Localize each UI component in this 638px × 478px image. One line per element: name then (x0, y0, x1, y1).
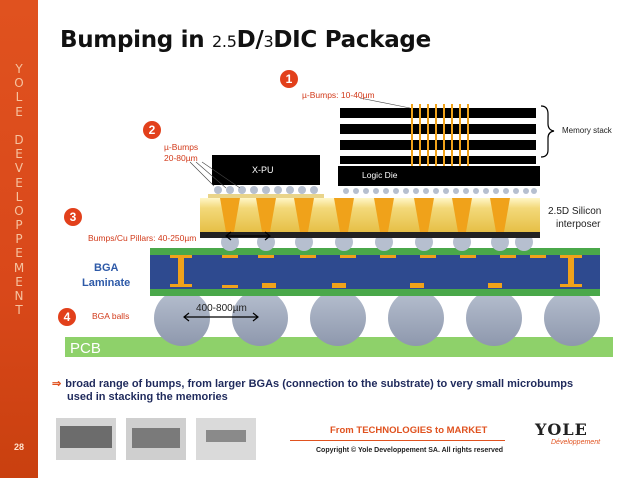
label-ubumps-left-2: 20-80µm (164, 153, 198, 163)
sidebar-letter: Y (15, 62, 23, 76)
xpu-underfill (208, 194, 324, 198)
sidebar-letter: E (15, 175, 23, 190)
slide-number: 28 (13, 442, 24, 452)
footer-photos (56, 418, 256, 460)
sidebar-letter: L (15, 90, 23, 105)
title-text-2: 2.5 (212, 32, 237, 51)
title-text-3: D/ (236, 27, 264, 53)
silicon-interposer (200, 198, 540, 238)
bga-laminate (150, 255, 600, 289)
sidebar-letter: P (15, 232, 23, 247)
bga-ball (388, 290, 444, 346)
label-ubumps-top: µ-Bumps: 10-40µm (302, 90, 375, 100)
sidebar-letter: D (14, 132, 24, 147)
label-bga-balls: BGA balls (92, 311, 130, 321)
footer-rule (290, 440, 505, 441)
sidebar-letter: P (15, 218, 23, 233)
title-text-4: 3 (263, 32, 274, 51)
label-memory-stack: Memory stack (562, 126, 612, 135)
sidebar-letter: N (14, 289, 24, 303)
bullet-text: ⇒broad range of bumps, from larger BGAs … (52, 378, 612, 404)
bga-balls (154, 290, 600, 346)
memory-stack (340, 104, 536, 166)
yole-logo: YOLE Développement (535, 420, 600, 446)
sidebar-letter: E (15, 274, 23, 289)
label-pcb: PCB (70, 340, 101, 357)
sidebar-letter: M (13, 260, 25, 275)
memory-brace (540, 105, 555, 158)
badge-4: 4 (58, 308, 76, 326)
title-text-5: DIC Package (273, 27, 431, 53)
logic-die (338, 166, 540, 186)
badge-1: 1 (280, 70, 298, 88)
sidebar-letter: E (15, 147, 23, 162)
interposer-base (200, 232, 540, 238)
logic-microbumps (343, 188, 537, 194)
xpu-microbumps (214, 186, 318, 194)
logo-text: YOLE (535, 420, 588, 439)
sidebar-letter: E (15, 246, 23, 261)
bga-ball (154, 290, 210, 346)
bga-ball (232, 290, 288, 346)
sidebar-letter: O (14, 203, 24, 218)
bga-ball (544, 290, 600, 346)
footer-banner: From TECHNOLOGIES to MARKET (330, 425, 488, 436)
bullet-line-2: used in stacking the memories (67, 391, 228, 403)
sidebar-letter: E (15, 104, 23, 119)
bullet-line-1: broad range of bumps, from larger BGAs (… (65, 378, 574, 390)
pcb-board (65, 337, 613, 357)
label-pillars: Bumps/Cu Pillars: 40-250µm (88, 233, 197, 243)
badge-3: 3 (64, 208, 82, 226)
label-bga-pitch: 400-800µm (196, 303, 247, 314)
dimension-arrows (183, 231, 271, 322)
label-xpu: X-PU (252, 165, 274, 175)
sidebar-letter: T (15, 303, 23, 318)
sidebar-letter: V (14, 161, 24, 176)
label-bga-1: BGA (94, 262, 119, 274)
label-interposer-1: 2.5D Silicon (548, 206, 602, 217)
label-bga-2: Laminate (82, 277, 131, 289)
title-text-1: Bumping in (60, 27, 213, 53)
bga-ball (466, 290, 522, 346)
sidebar-letter: L (15, 189, 23, 204)
copyright: Copyright © Yole Developpement SA. All r… (316, 447, 504, 454)
xpu-die (212, 155, 320, 185)
badge-2: 2 (143, 121, 161, 139)
through-silicon-vias (220, 198, 510, 232)
label-ubumps-left-1: µ-Bumps (164, 142, 199, 152)
leader-lines (189, 97, 411, 189)
slide-title: Bumping in 2.5D/3DIC Package (60, 27, 431, 53)
sidebar-letter: O (14, 76, 24, 91)
bga-ball (310, 290, 366, 346)
laminate-vias (170, 255, 582, 288)
logo-subtext: Développement (551, 439, 601, 446)
arrow-icon: ⇒ (52, 378, 62, 390)
label-interposer-2: interposer (556, 219, 601, 230)
label-logic-die: Logic Die (362, 170, 398, 180)
